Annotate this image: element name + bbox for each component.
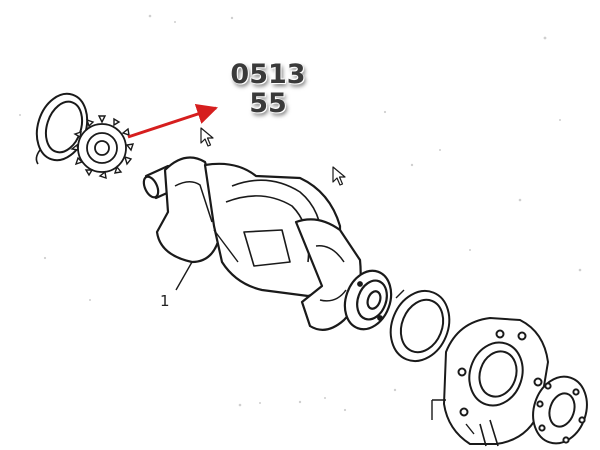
- part-code-line-2: 55: [249, 88, 287, 119]
- part-code-line-1: 0513: [230, 59, 306, 90]
- seal-retainer-housing: [431, 317, 549, 447]
- crankshaft: [142, 156, 393, 331]
- red-pointer-arrow: [127, 103, 218, 139]
- flex-plate: [532, 375, 588, 445]
- callout-number: 1: [160, 292, 170, 310]
- rear-oil-seal: [389, 289, 451, 362]
- mouse-pointer-icon: [332, 166, 346, 186]
- mouse-pointer-icon: [200, 127, 214, 147]
- part-code-label: 0513 55: [214, 60, 322, 118]
- front-oil-seal: [35, 92, 89, 165]
- timing-gear: [70, 115, 135, 180]
- scan-speckles: [19, 14, 582, 412]
